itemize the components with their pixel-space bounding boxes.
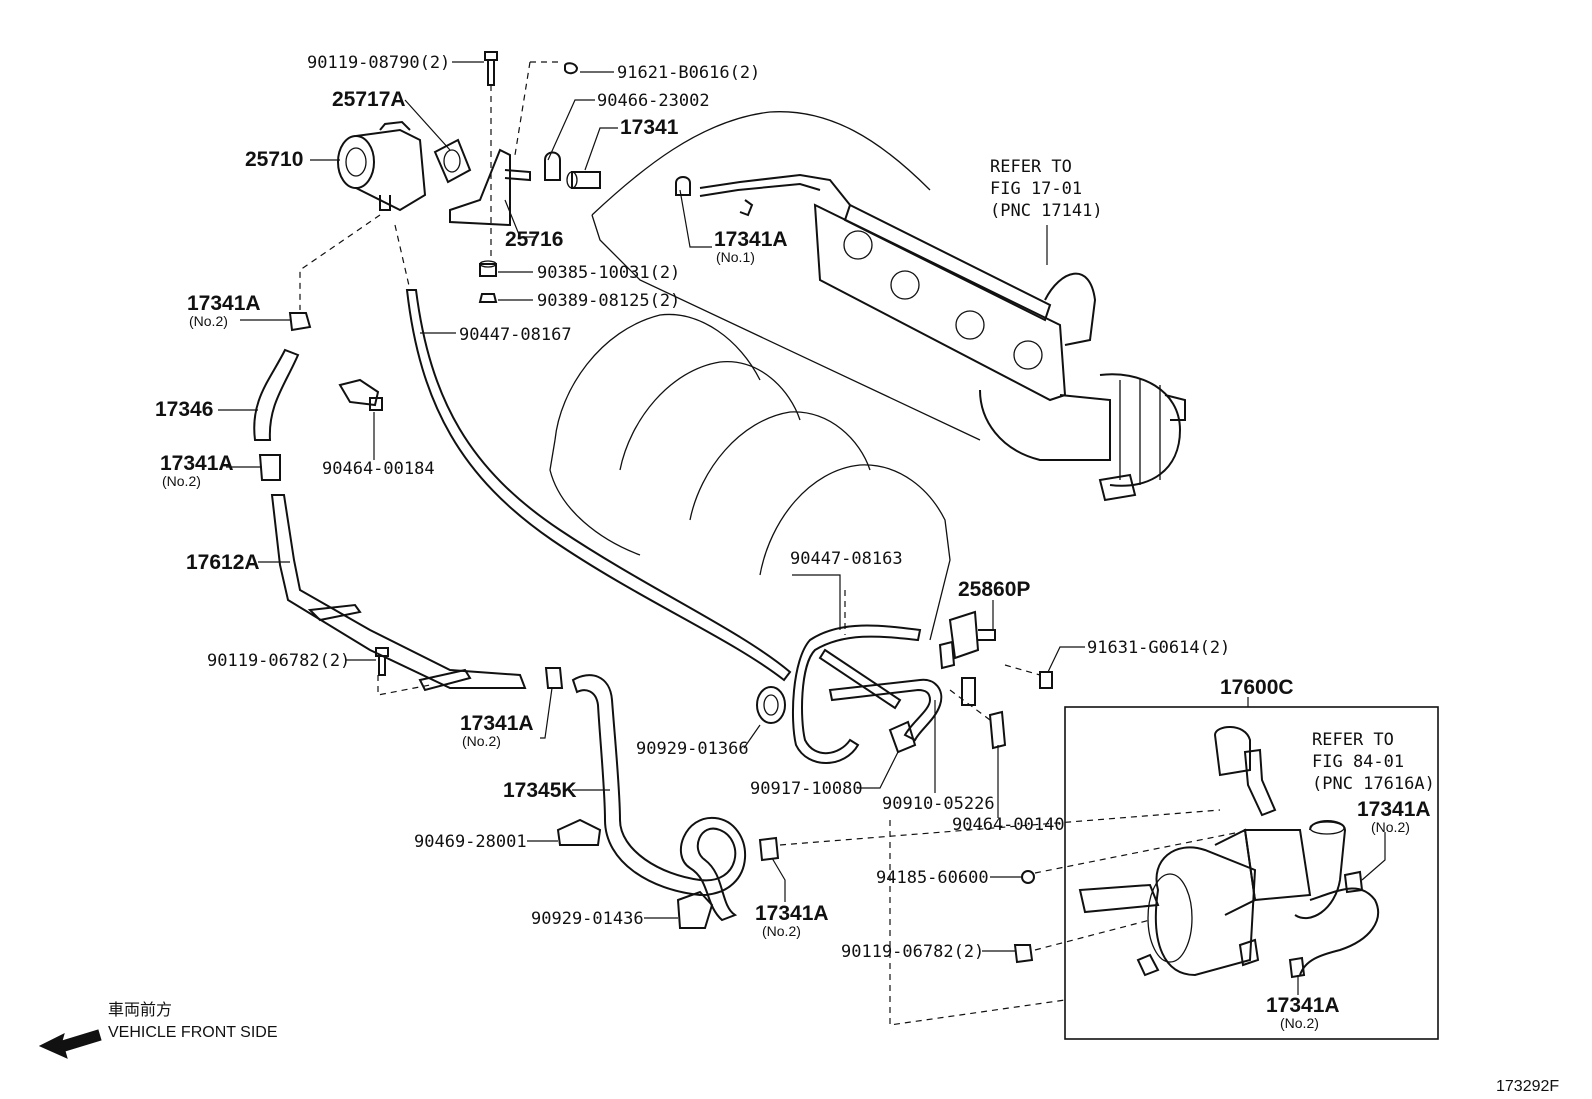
- ref-17-01-line3: (PNC 17141): [990, 201, 1103, 221]
- label-17341a-no2-e: 17341A: [755, 902, 829, 925]
- label-17612a: 17612A: [186, 551, 260, 574]
- label-17341a-no1: 17341A: [714, 228, 788, 251]
- label-90910-05226: 90910-05226: [882, 794, 995, 814]
- label-17341a-no2-a: 17341A: [187, 292, 261, 315]
- label-17341a-no2-c: 17341A: [460, 712, 534, 735]
- ref-84-01-line3: (PNC 17616A): [1312, 774, 1435, 794]
- label-90119-08790: 90119-08790(2): [307, 53, 450, 73]
- qualifier-no2-a: (No.2): [189, 313, 228, 329]
- front-arrow-icon: [38, 1029, 102, 1059]
- exhaust-manifold: [675, 173, 1186, 502]
- ref-84-01-line2: FIG 84-01: [1312, 752, 1404, 772]
- ref-17-01-line1: REFER TO: [990, 157, 1072, 177]
- label-17341a-no2-f: 17341A: [1266, 994, 1340, 1017]
- label-90447-08167: 90447-08167: [459, 325, 572, 345]
- label-17341: 17341: [620, 116, 679, 139]
- label-90929-01366: 90929-01366: [636, 739, 749, 759]
- part-labels: 90119-08790(2) 25717A 25710 91621-B0616(…: [155, 53, 1431, 1031]
- label-90469-28001: 90469-28001: [414, 832, 527, 852]
- qualifier-no2-e: (No.2): [762, 923, 801, 939]
- label-90119-06782-b: 90119-06782(2): [841, 942, 984, 962]
- label-90929-01436: 90929-01436: [531, 909, 644, 929]
- ref-17-01-line2: FIG 17-01: [990, 179, 1082, 199]
- hoses-left: [253, 289, 792, 692]
- air-switching-valve: [337, 120, 601, 227]
- qualifier-no2-d: (No.2): [1371, 819, 1410, 835]
- qualifier-no2-f: (No.2): [1280, 1015, 1319, 1031]
- assembly-dash-lines: [299, 61, 1251, 1026]
- direction-japanese: 車両前方: [108, 1001, 172, 1019]
- label-90466-23002: 90466-23002: [597, 91, 710, 111]
- label-25717a: 25717A: [332, 88, 406, 111]
- label-90464-00140: 90464-00140: [952, 815, 1065, 835]
- label-25716: 25716: [505, 228, 563, 251]
- label-17600c: 17600C: [1220, 676, 1294, 699]
- label-90447-08163: 90447-08163: [790, 549, 903, 569]
- engine-outline: [549, 111, 981, 641]
- label-91631-g0614: 91631-G0614(2): [1087, 638, 1230, 658]
- label-25860p: 25860P: [958, 578, 1030, 601]
- label-90917-10080: 90917-10080: [750, 779, 863, 799]
- label-17341a-no2-b: 17341A: [160, 452, 234, 475]
- label-91621-b0616: 91621-B0616(2): [617, 63, 760, 83]
- label-25710: 25710: [245, 148, 303, 171]
- ref-84-01-line1: REFER TO: [1312, 730, 1394, 750]
- qualifier-no2-b: (No.2): [162, 473, 201, 489]
- fasteners-top: [478, 51, 579, 303]
- direction-english: VEHICLE FRONT SIDE: [108, 1024, 278, 1041]
- qualifier-no1: (No.1): [716, 249, 755, 265]
- leader-lines: [218, 61, 1386, 995]
- direction-indicator: 車両前方 VEHICLE FRONT SIDE: [38, 1001, 278, 1059]
- label-17341a-no2-d: 17341A: [1357, 798, 1431, 821]
- hoses-center: [544, 610, 1053, 964]
- qualifier-no2-c: (No.2): [462, 733, 501, 749]
- label-90385-10031: 90385-10031(2): [537, 263, 680, 283]
- label-17346: 17346: [155, 398, 213, 421]
- diagram-id: 173292F: [1496, 1078, 1559, 1095]
- label-90464-00184: 90464-00184: [322, 459, 435, 479]
- reference-note-17-01: REFER TO FIG 17-01 (PNC 17141): [990, 157, 1103, 221]
- label-90389-08125: 90389-08125(2): [537, 291, 680, 311]
- label-94185-60600: 94185-60600: [876, 868, 989, 888]
- label-17345k: 17345K: [503, 779, 577, 802]
- air-pump-box: [1064, 706, 1439, 1040]
- reference-note-84-01: REFER TO FIG 84-01 (PNC 17616A): [1312, 730, 1435, 794]
- label-90119-06782-a: 90119-06782(2): [207, 651, 350, 671]
